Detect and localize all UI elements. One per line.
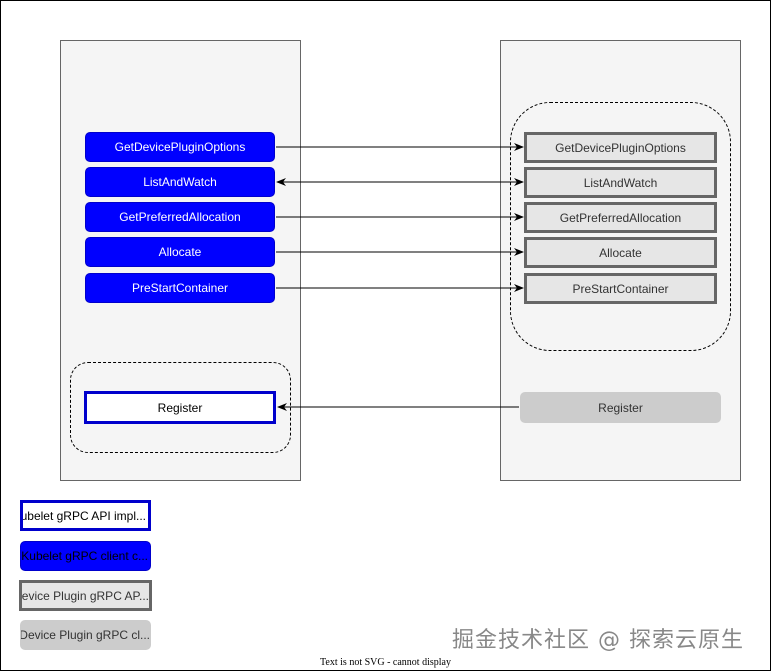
kubelet-list-and-watch: ListAndWatch [85, 167, 275, 197]
kubelet-get-preferred-allocation: GetPreferredAllocation [85, 202, 275, 232]
kubelet-get-device-plugin-options: GetDevicePluginOptions [85, 132, 275, 162]
kubelet-allocate: Allocate [85, 237, 275, 267]
plugin-get-device-plugin-options: GetDevicePluginOptions [524, 132, 717, 163]
legend-kubelet-client: Kubelet gRPC client c... [20, 541, 151, 571]
watermark: 掘金技术社区 @ 探索云原生 [452, 628, 744, 653]
svg-footnote: Text is not SVG - cannot display [320, 657, 451, 668]
plugin-api-group [510, 102, 731, 351]
kubelet-pre-start-container: PreStartContainer [85, 273, 275, 303]
plugin-register: Register [520, 392, 721, 423]
plugin-get-preferred-allocation: GetPreferredAllocation [524, 202, 717, 233]
legend-device-plugin-api: Device Plugin gRPC AP... [19, 580, 152, 611]
plugin-list-and-watch: ListAndWatch [524, 167, 717, 198]
legend-device-plugin-client: Device Plugin gRPC cl... [20, 620, 151, 650]
plugin-allocate: Allocate [524, 237, 717, 268]
legend-kubelet-api-impl: Kubelet gRPC API impl... [20, 500, 151, 531]
kubelet-register: Register [84, 391, 276, 424]
plugin-pre-start-container: PreStartContainer [524, 273, 717, 304]
